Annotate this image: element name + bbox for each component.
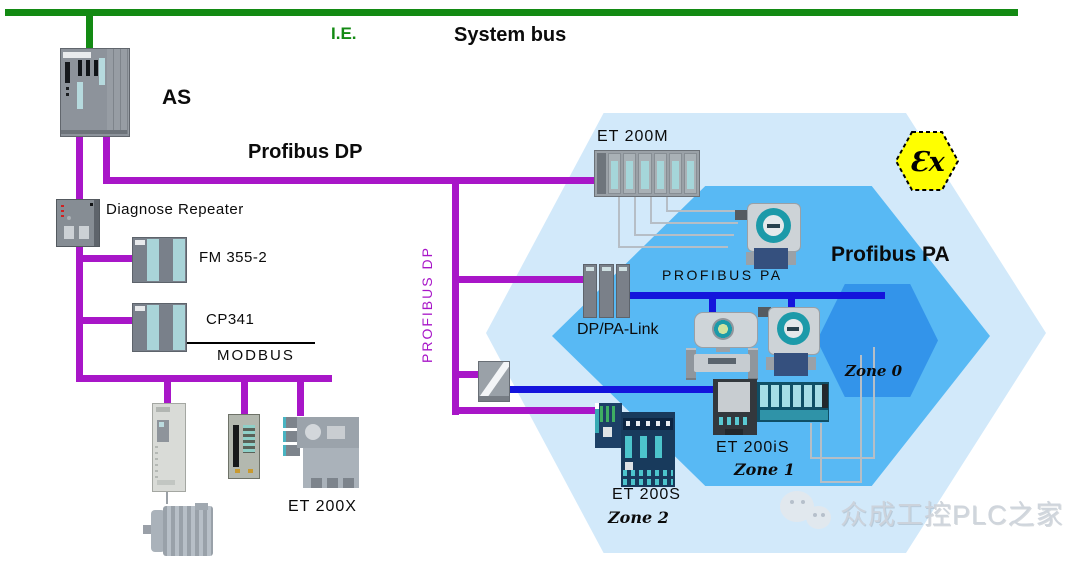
system-bus-label: System bus [454,24,567,46]
profibus-dp-label: Profibus DP [248,141,363,163]
drive-motor-cable [166,490,168,504]
zone2-label: Zone 2 [608,508,669,527]
dp-drop-drive [164,382,171,406]
ex-badge-glyph: Ɛx [909,147,945,178]
et200is-wire-2h [820,481,862,483]
et200is-label: ET 200iS [716,439,790,456]
et200m-wire-3h [650,222,738,224]
et200m-wire-1 [618,197,620,246]
et200m-rack [594,150,700,197]
dp-line-main-horizontal [103,177,595,184]
dp-branch-cp341 [83,317,134,324]
modbus-line [182,342,315,344]
zone0-label: Zone 0 [845,362,903,380]
et200m-wire-4h [666,210,742,212]
et200is-wire-1v [873,347,875,459]
dp-branch-coupler [459,371,483,378]
pa-transmitter-zone1 [758,305,822,377]
as-label: AS [162,86,192,109]
pa-line-main [630,292,885,299]
wechat-icon [778,489,832,535]
pa-flowmeter-device [686,306,758,380]
as-controller-rack [60,48,130,137]
drive-converter-device [152,403,186,492]
et200m-wire-4 [666,197,668,210]
dp-pa-link-label: DP/PA-Link [577,321,659,338]
watermark: 众成工控PLC之家 [778,489,1064,535]
system-bus-line [5,9,1018,16]
dp-drop-et200x [297,382,304,416]
dp-pa-link-device [583,264,630,318]
dp-drop-middevice [241,382,248,416]
cp341-module [132,303,187,352]
pa-drop-flowmeter [709,299,716,315]
compact-io-device [228,414,260,479]
et200is-device [713,377,831,435]
profibus-pa-segment-label: PROFIBUS PA [662,267,783,283]
et200is-wire-2v [860,355,862,483]
dp-line-as-left-drop [76,130,83,382]
watermark-text: 众成工控PLC之家 [840,499,1064,530]
motor-device [143,503,220,556]
dp-bottom-bus [76,375,332,382]
ie-label: I.E. [331,24,357,43]
dp-branch-et200s [459,407,597,414]
et200s-label: ET 200S [612,486,681,503]
et200is-wire-2 [820,423,822,483]
profibus-pa-region-label: Profibus PA [831,243,950,266]
et200s-device [595,403,675,487]
et200x-device [283,414,363,488]
et200m-wire-2 [634,197,636,234]
dp-branch-fm355 [83,255,134,262]
et200m-wire-2h [634,234,734,236]
et200is-wire-1 [810,423,812,459]
system-bus-drop-as [86,16,93,49]
diagnose-repeater-device [56,199,100,247]
pa-line-coupler-et200is [506,386,716,393]
modbus-label: MODBUS [217,347,295,364]
cp341-label: CP341 [206,311,255,328]
zone1-label: Zone 1 [734,460,795,479]
ex-atex-badge: Ɛx [895,131,959,191]
dp-branch-dp-pa-link [459,276,585,283]
dp-line-vertical [452,184,459,415]
dp-line-as-right-drop [103,130,110,184]
fm355-2-label: FM 355-2 [199,249,268,266]
pa-transmitter-top [735,203,801,269]
et200m-label: ET 200M [597,128,669,145]
bus-coupler-device [478,361,510,402]
et200m-wire-3 [650,197,652,222]
diagnose-repeater-label: Diagnose Repeater [106,201,244,218]
et200x-label: ET 200X [288,498,357,515]
profibus-dp-vertical-label: PROFIBUS DP [419,246,435,363]
zone0-hexagon [817,284,938,397]
et200m-wire-1h [618,246,728,248]
fm355-2-module [132,237,187,283]
et200is-wire-1h [810,457,875,459]
